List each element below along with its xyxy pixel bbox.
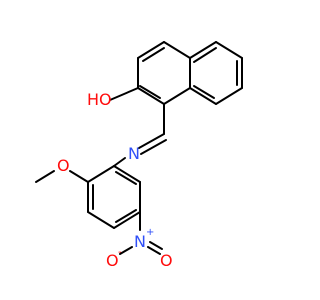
bond: [189, 87, 217, 105]
naphthalene-ring-right: [189, 41, 243, 105]
bond: [115, 209, 137, 223]
nitro-oxygen-charge: -: [118, 247, 122, 258]
nitro-oxygen-right-label: O: [160, 251, 173, 270]
substituent-bonds: [109, 87, 167, 167]
bond: [115, 171, 137, 185]
bond: [140, 139, 167, 155]
bond: [87, 211, 115, 229]
bond: [119, 246, 133, 255]
structure-diagram: HO N O N + O O -: [35, 41, 243, 270]
naphthalene-ring-left: [137, 41, 191, 105]
nitroanisole-ring: [87, 165, 141, 229]
hydroxyl-label: HO: [87, 90, 112, 109]
methoxy-oxygen-label: O: [57, 156, 70, 175]
bond: [215, 41, 243, 59]
bond: [149, 241, 163, 250]
bond: [163, 41, 191, 59]
bond: [113, 165, 141, 183]
molecule-canvas: HO N O N + O O -: [35, 41, 243, 270]
bond: [163, 87, 191, 105]
imine-nitrogen-label: N: [128, 144, 140, 163]
nitro-nitrogen-label: N: [134, 232, 146, 251]
methoxy-group: [35, 170, 89, 183]
bond: [193, 85, 215, 99]
bond: [189, 41, 217, 59]
bond: [69, 170, 89, 183]
bond: [35, 170, 55, 183]
bond: [147, 246, 161, 255]
bond: [113, 211, 141, 229]
bond: [142, 47, 165, 62]
nitro-nitrogen-charge: +: [146, 227, 154, 238]
bond: [193, 47, 217, 63]
bond: [138, 133, 165, 149]
bond: [215, 87, 243, 105]
nitro-oxygen-left-label: O: [106, 251, 119, 270]
nitro-group: [119, 211, 163, 255]
bond: [109, 87, 139, 101]
bond: [137, 87, 165, 105]
bond: [137, 41, 165, 59]
bond: [87, 165, 115, 183]
bond: [139, 85, 161, 99]
bond: [113, 157, 126, 167]
